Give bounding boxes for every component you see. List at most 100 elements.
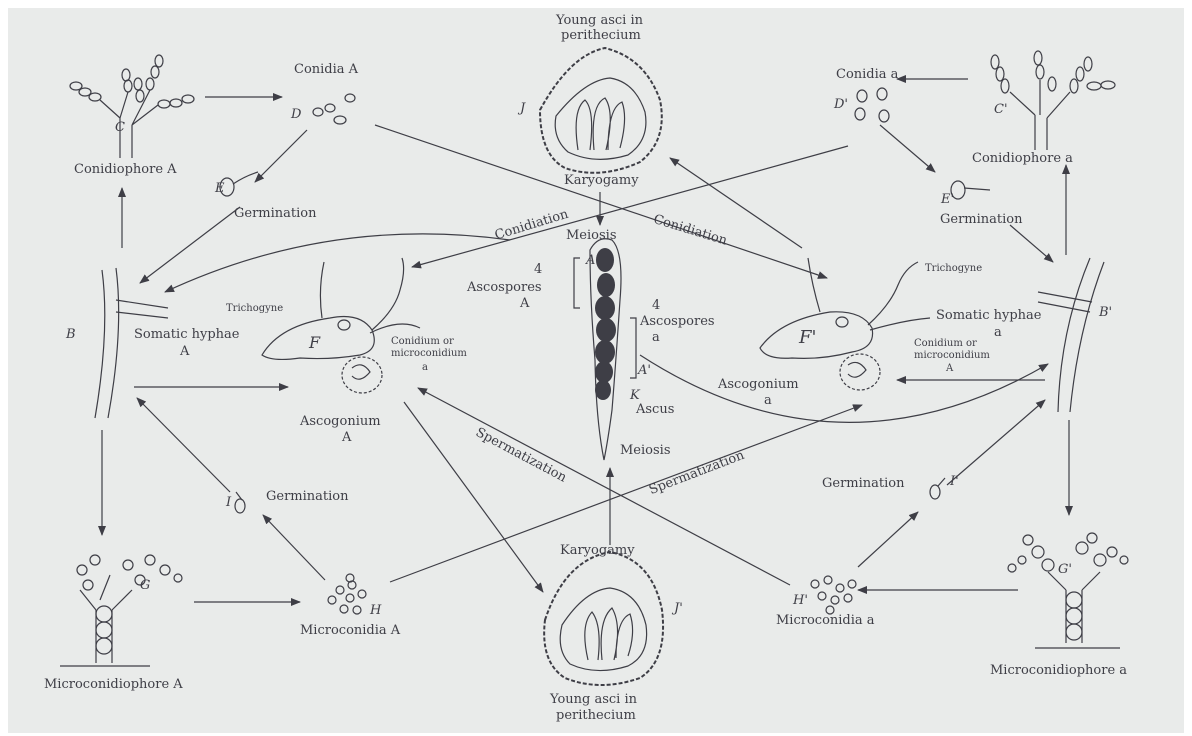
conidium-left-line2: microconidium: [391, 348, 467, 359]
perithecium-top-drawing: [538, 46, 663, 174]
ascospores-A-line2: A: [520, 296, 530, 311]
germination-I2-label: Germination: [822, 476, 905, 491]
arrow-germination-to-hyphae-a: [1009, 224, 1054, 263]
arrow-microconidia-to-germination-A: [262, 514, 326, 581]
arrow-conidia-to-germination-A: [254, 129, 308, 183]
arrow-spermatization-A: [389, 404, 863, 583]
meiosis-bottom-label: Meiosis: [620, 443, 671, 458]
conidia-a-label: Conidia a: [836, 67, 899, 82]
young-asci-bottom-line1: Young asci in: [550, 692, 638, 707]
somatic-hyphae-A-drawing: [94, 267, 169, 419]
germinating-microconidium-I2: [929, 477, 946, 500]
karyogamy-bottom-label: Karyogamy: [560, 543, 635, 558]
conidiophore-a-label: Conidiophore a: [972, 151, 1073, 166]
letter-F: F: [309, 333, 321, 352]
somatic-hyphae-A-line2: A: [180, 344, 190, 359]
microconidia-A-label: Microconidia A: [300, 623, 401, 638]
letter-B: B: [66, 327, 76, 342]
letter-A: A: [586, 253, 596, 268]
conidium-right-line2: microconidium: [914, 350, 990, 361]
microconidiophore-A-drawing: [60, 554, 183, 667]
letter-C: C: [115, 120, 125, 135]
arrow-germination-to-hyphae-A: [139, 206, 241, 284]
letter-A2: A': [638, 363, 651, 378]
ascospores-a-line1: Ascospores: [640, 314, 715, 329]
trichogyne-right-label: Trichogyne: [925, 263, 983, 274]
arrow-ascogonium-to-perithecium: [403, 401, 544, 593]
letter-I: I: [226, 495, 232, 510]
trichogyne-left-label: Trichogyne: [226, 303, 284, 314]
ascogonium-a-line2: a: [764, 393, 772, 408]
arrow-conidia-to-germination-a: [879, 124, 936, 173]
conidiophore-A-label: Conidiophore A: [74, 162, 177, 177]
conidia-a-drawing: [854, 87, 890, 123]
letter-G2: G': [1058, 562, 1072, 577]
somatic-hyphae-A-line1: Somatic hyphae: [134, 327, 240, 342]
conidiophore-A-drawing: [69, 54, 195, 158]
somatic-hyphae-a-drawing: [1037, 257, 1105, 413]
bracket-a: [630, 317, 637, 379]
germinating-microconidium-I: [234, 491, 246, 514]
letter-D: D: [291, 107, 302, 122]
ascogonium-A-line2: A: [342, 430, 352, 445]
letter-E2: E': [941, 192, 955, 207]
ascogonium-a-line1: Ascogonium: [718, 377, 799, 392]
letter-C2: C': [994, 102, 1008, 117]
microconidia-a-label: Microconidia a: [776, 613, 875, 628]
germinating-conidium-E2: [950, 180, 991, 200]
microconidiophore-a-drawing: [1007, 532, 1129, 649]
ascus-drawing: [589, 238, 622, 461]
ascospores-A-number: 4: [534, 262, 543, 277]
arrow-ascospores-A-to-hyphae: [164, 233, 511, 293]
germination-I-label: Germination: [266, 489, 349, 504]
arrow-germination-to-hyphae-a-lower: [946, 399, 1046, 486]
perithecium-bottom-drawing: [543, 550, 664, 686]
ascogonium-A-drawing: [261, 257, 421, 394]
letter-D2: D': [834, 97, 848, 112]
karyogamy-top-label: Karyogamy: [564, 173, 639, 188]
meiosis-top-label: Meiosis: [566, 228, 617, 243]
letter-J2: J': [674, 601, 683, 616]
letter-I2: I': [950, 474, 959, 489]
young-asci-top-line1: Young asci in: [556, 13, 644, 28]
somatic-hyphae-a-line1: Somatic hyphae: [936, 308, 1042, 323]
arrow-ascogonium-a-to-perithecium: [669, 157, 803, 249]
conidia-A-drawing: [312, 93, 356, 125]
germination-E2-label: Germination: [940, 212, 1023, 227]
cycle-arrows: [98, 75, 1073, 606]
letter-H2: H': [793, 593, 808, 608]
young-asci-top-line2: perithecium: [561, 28, 641, 43]
conidium-left-line3: a: [422, 362, 428, 373]
letter-H: H: [370, 603, 382, 618]
letter-J: J: [520, 101, 526, 116]
arrow-germination-to-hyphae-A-lower: [136, 397, 231, 493]
bracket-A: [573, 257, 580, 309]
ascogonium-a-drawing: [759, 257, 931, 391]
microconidia-a-drawing: [810, 575, 857, 615]
arrow-microconidia-to-germination-a: [857, 511, 919, 568]
conidium-right-line3: A: [946, 363, 954, 374]
young-asci-bottom-line2: perithecium: [556, 708, 636, 723]
microconidiophore-A-label: Microconidiophore A: [44, 677, 183, 692]
arrow-ascospores-a-to-hyphae: [639, 354, 1049, 423]
conidium-left-line1: Conidium or: [391, 336, 454, 347]
germinating-conidium-E: [219, 171, 259, 197]
letter-F2: F': [799, 327, 817, 348]
conidiophore-a-drawing: [990, 50, 1116, 150]
ascospores-a-number: 4: [652, 298, 661, 313]
letter-G: G: [140, 578, 151, 593]
arrow-spermatization-a: [417, 387, 791, 586]
letter-K: K: [630, 388, 640, 403]
conidia-A-label: Conidia A: [294, 62, 359, 77]
somatic-hyphae-a-line2: a: [994, 325, 1002, 340]
arrow-conidiation-a-to-A: [411, 145, 849, 269]
ascospores-a-line2: a: [652, 330, 660, 345]
ascus-label: Ascus: [636, 402, 675, 417]
arrow-conidiation-A-to-a: [374, 124, 828, 279]
letter-E: E: [215, 181, 225, 196]
ascospores-A-line1: Ascospores: [467, 280, 542, 295]
ascogonium-A-line1: Ascogonium: [300, 414, 381, 429]
microconidia-A-drawing: [327, 573, 367, 615]
